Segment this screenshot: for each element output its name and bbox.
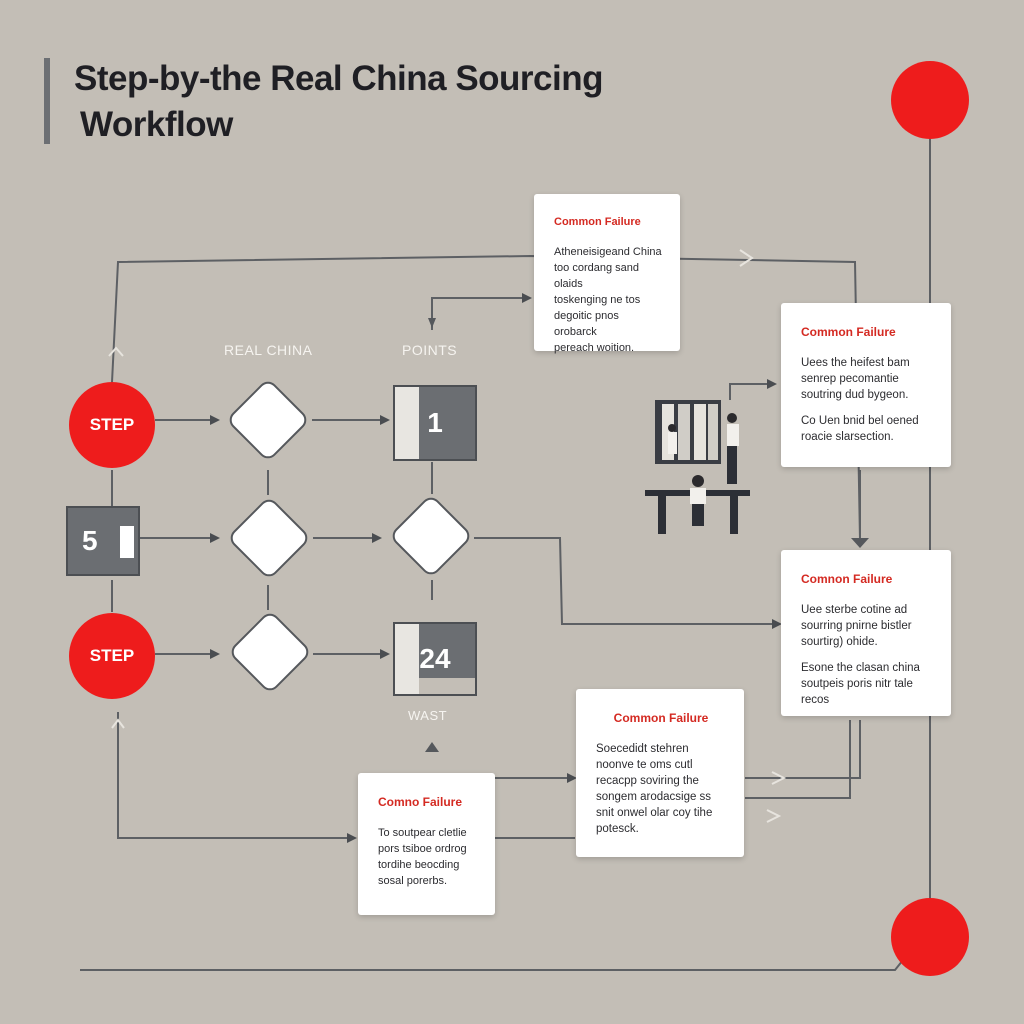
step-node-bottom[interactable]: STEP bbox=[69, 613, 155, 699]
label-points: POINTS bbox=[402, 342, 458, 358]
failure-card-top: Common Failure Atheneisigeand China too … bbox=[534, 194, 680, 354]
page-title: Step-by-the Real China Sourcing Workflow bbox=[74, 56, 714, 148]
label-wast: WAST bbox=[408, 708, 448, 723]
failure-card-right-lower-body-2: Esone the clasan china soutpeis poris ni… bbox=[801, 662, 920, 706]
failure-card-bottom-left-body: To soutpear cletlie pors tsiboe ordrog t… bbox=[378, 827, 467, 887]
failure-card-top-heading: Common Failure bbox=[554, 216, 641, 228]
box-node-bottom[interactable]: 24 bbox=[393, 622, 477, 696]
box-node-left-number: 5 bbox=[82, 525, 98, 556]
step-node-bottom-label: STEP bbox=[89, 646, 135, 665]
box-node-left[interactable]: 5 bbox=[66, 506, 140, 576]
failure-card-bottom-left: Comno Failure To soutpear cletlie pors t… bbox=[358, 773, 495, 915]
title-accent-bar bbox=[44, 58, 50, 144]
failure-card-bottom-left-heading: Comno Failure bbox=[378, 795, 463, 809]
failure-card-right-upper: Common Failure Uees the heifest bam senr… bbox=[781, 303, 951, 467]
top-right-red-circle bbox=[891, 61, 969, 139]
box-node-points[interactable]: 1 bbox=[393, 385, 477, 461]
failure-card-bottom-center: Common Failure Soecedidt stehren noonve … bbox=[576, 689, 744, 857]
title-line-1: Step-by-the Real China Sourcing bbox=[74, 59, 604, 98]
bottom-right-red-circle bbox=[891, 898, 969, 976]
failure-card-bottom-center-body: Soecedidt stehren noonve te oms cutl rec… bbox=[596, 743, 713, 835]
failure-card-right-upper-heading: Common Failure bbox=[801, 325, 896, 339]
box-node-points-number: 1 bbox=[427, 407, 443, 438]
failure-card-right-lower-body: Uee sterbe cotine ad sourring pnirne bis… bbox=[801, 604, 912, 648]
failure-card-bottom-center-heading: Common Failure bbox=[613, 711, 709, 725]
factory-worker-illustration bbox=[645, 400, 750, 534]
step-node-top-label: STEP bbox=[89, 415, 135, 434]
box-node-bottom-number: 24 bbox=[419, 643, 451, 674]
failure-card-right-upper-body: Uees the heifest bam senrep pecomantie s… bbox=[801, 357, 910, 401]
failure-card-top-body: Atheneisigeand China too cordang sand ol… bbox=[554, 246, 662, 354]
title-line-2: Workflow bbox=[80, 105, 233, 144]
failure-card-right-lower: Comnon Failure Uee sterbe cotine ad sour… bbox=[781, 550, 951, 716]
failure-card-right-upper-body-2: Co Uen bnid bel oened roacie slarsection… bbox=[801, 415, 919, 443]
step-node-top[interactable]: STEP bbox=[69, 382, 155, 468]
failure-card-right-lower-heading: Comnon Failure bbox=[801, 572, 893, 586]
label-real-china: REAL CHINA bbox=[224, 342, 313, 358]
